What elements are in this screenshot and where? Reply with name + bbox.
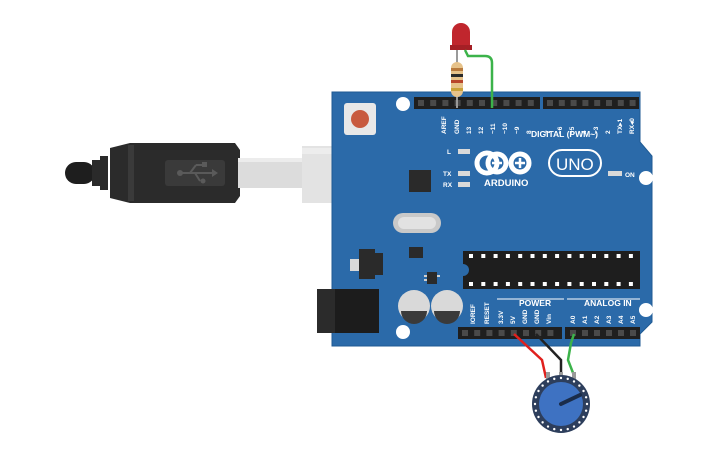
capacitor-1 (398, 290, 430, 324)
power-pin-label: IOREF (470, 304, 477, 324)
digital-pin-label: AREF (441, 116, 448, 134)
usb-icon (177, 162, 218, 184)
mount-hole (639, 171, 653, 185)
power-pin-label: GND (522, 309, 529, 324)
digital-pin-label: ~10 (502, 123, 509, 134)
brand-label: ARDUINO (484, 178, 528, 189)
analog-pin-label: A1 (582, 315, 589, 324)
digital-pin-label: 12 (478, 126, 485, 134)
digital-header-label: DIGITAL (PWM~) (531, 129, 598, 139)
power-pin-label: 5V (510, 315, 517, 324)
mount-hole (639, 303, 653, 317)
analog-header-label: ANALOG IN (584, 298, 632, 308)
crystal-oscillator (393, 213, 441, 233)
uno-badge: UNO (548, 149, 602, 177)
reset-button[interactable] (344, 103, 376, 135)
mount-hole (396, 325, 410, 339)
microcontroller-chip (463, 251, 640, 289)
digital-header (414, 97, 639, 109)
power-jack[interactable] (317, 289, 379, 333)
status-leds: L TX RX (443, 149, 470, 189)
analog-pin-labels: A0 A1 A2 A3 A4 A5 (570, 315, 637, 324)
analog-pin-label: A2 (594, 315, 601, 324)
analog-pin-label: A4 (618, 315, 625, 324)
led[interactable] (450, 23, 494, 108)
digital-pin-label: 4 (581, 130, 588, 134)
led-label-l: L (447, 149, 451, 156)
digital-pin-label: RX◂0 (629, 118, 636, 134)
digital-pin-labels: AREF GND 13 12 ~11 ~10 ~9 8 7 ~6 ~5 4 ~3 2 TX▸1 RX◂0 (441, 116, 636, 134)
usb-chip (409, 170, 431, 192)
led-label-tx: TX (443, 171, 452, 178)
digital-pin-label: 2 (605, 130, 612, 134)
potentiometer-knob-indicator (559, 393, 582, 406)
digital-pin-label: ~5 (569, 126, 576, 134)
on-label: ON (625, 172, 635, 179)
analog-pin-label: A5 (630, 315, 637, 324)
led-label-rx: RX (443, 182, 453, 189)
potentiometer-wires (513, 333, 577, 379)
mount-hole (396, 97, 410, 111)
resistor[interactable] (451, 58, 463, 108)
model-label: UNO (556, 155, 594, 174)
capacitor-2 (431, 290, 463, 324)
power-led (608, 171, 622, 176)
power-pin-labels: IOREF RESET 3.3V 5V GND GND Vin (470, 302, 553, 324)
power-pin-label: Vin (546, 314, 553, 324)
analog-pin-label: A3 (606, 315, 613, 324)
voltage-regulator (350, 249, 383, 279)
digital-pin-label: ~11 (490, 123, 497, 134)
power-pin-label: 3.3V (498, 310, 505, 324)
digital-pin-label: GND (454, 119, 461, 134)
power-header (458, 327, 640, 339)
potentiometer[interactable] (532, 372, 590, 433)
digital-pin-label: TX▸1 (617, 118, 624, 134)
digital-pin-label: ~6 (557, 126, 564, 134)
analog-pin-label: A0 (570, 315, 577, 324)
digital-pin-label: ~9 (514, 126, 521, 134)
arduino-logo: ARDUINO (474, 150, 532, 189)
arduino-board[interactable]: AREF GND 13 12 ~11 ~10 ~9 8 7 ~6 ~5 4 ~3 2 TX▸1 RX◂0 DI… (317, 91, 653, 347)
digital-pin-label: 7 (545, 130, 552, 134)
digital-pin-label: 8 (526, 130, 533, 134)
power-pin-label: RESET (484, 302, 491, 324)
transistor (424, 272, 440, 284)
capacitor-small (409, 247, 423, 258)
digital-pin-label: 13 (466, 126, 473, 134)
digital-pin-label: ~3 (593, 126, 600, 134)
power-pin-label: GND (534, 309, 541, 324)
power-header-label: POWER (519, 298, 551, 308)
